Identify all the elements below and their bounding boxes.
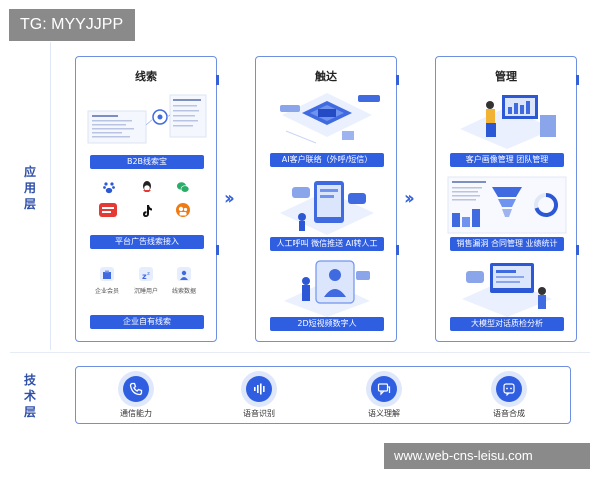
column-reach: 触达 AI客户联络（外呼/短信） 人工呼叫 微信推送 AI转人工 2D短视频数字… (255, 56, 399, 342)
column-management: 管理 客户画像管理 团队管理 销售漏洞 合同管理 业绩统计 (435, 56, 579, 342)
label-own-leads: 企业自有线索 (90, 315, 204, 329)
chevron-right-icon: ›› (224, 188, 235, 209)
layer-char: 层 (23, 405, 36, 419)
label-sales-funnel: 销售漏洞 合同管理 业绩统计 (450, 237, 564, 251)
layer-label-technology: 技 术 层 (21, 372, 39, 420)
chevron-right-icon: ›› (404, 188, 415, 209)
label-manual-call: 人工呼叫 微信推送 AI转人工 (270, 237, 384, 251)
speech-synthesis-icon (496, 376, 522, 402)
tech-layer-box (75, 366, 571, 424)
lead-data-icon (177, 267, 191, 281)
ai-chip-illustration (280, 93, 380, 144)
item-enterprise-member: 企业会员 (94, 288, 119, 295)
chat-bubble-icon (371, 376, 397, 402)
layer-char: 层 (23, 197, 36, 211)
column-title: 线索 (135, 70, 157, 83)
digital-human-illustration (284, 260, 370, 317)
b2b-dashboard-illustration (87, 94, 207, 144)
sales-dashboard-illustration (447, 176, 567, 234)
layer-divider-horizontal (10, 352, 590, 353)
quality-analysis-illustration (462, 263, 552, 317)
layer-label-application: 应 用 层 (21, 164, 39, 212)
column-title: 管理 (495, 70, 517, 83)
label-ai-quality: 大模型对话质检分析 (450, 317, 564, 331)
voice-wave-icon (246, 376, 272, 402)
baidu-icon (102, 179, 116, 194)
kuaishou-icon (176, 203, 190, 217)
toutiao-icon (99, 203, 117, 217)
layer-char: 技 (23, 373, 36, 387)
item-sleeping-user: 沉睡用户 (133, 288, 158, 295)
watermark-top-left: TG: MYYJJPP (9, 9, 135, 41)
layer-char: 术 (23, 389, 36, 403)
layer-char: 应 (23, 165, 36, 179)
svg-text:z: z (142, 272, 147, 281)
layer-divider-vertical (50, 42, 51, 350)
label-customer-profile: 客户画像管理 团队管理 (450, 153, 564, 167)
tech-label-communication: 通信能力 (120, 409, 152, 418)
manual-call-illustration (280, 181, 374, 235)
label-ai-contact: AI客户联络（外呼/短信） (270, 153, 384, 167)
tech-label-semantic-understanding: 语义理解 (368, 409, 400, 418)
svg-text:z: z (147, 271, 150, 277)
enterprise-member-icon (100, 267, 114, 281)
tech-label-speech-synthesis: 语音合成 (493, 409, 525, 418)
column-leads: 线索 B2B线索宝 平台广告线索接入 (75, 56, 219, 342)
tech-label-speech-recognition: 语音识别 (243, 409, 275, 418)
label-platform-ads: 平台广告线索接入 (90, 235, 204, 249)
wechat-icon (176, 179, 190, 193)
item-lead-data: 线索数据 (171, 288, 196, 295)
layer-char: 用 (23, 181, 36, 195)
watermark-bottom-right: www.web-cns-leisu.com (384, 443, 590, 469)
qq-icon (140, 179, 154, 193)
label-digital-human: 2D短视频数字人 (270, 317, 384, 331)
tiktok-icon (140, 203, 154, 217)
team-management-illustration (460, 95, 556, 149)
label-b2b-leads: B2B线索宝 (90, 155, 204, 169)
phone-icon (123, 376, 149, 402)
column-title: 触达 (315, 70, 337, 83)
